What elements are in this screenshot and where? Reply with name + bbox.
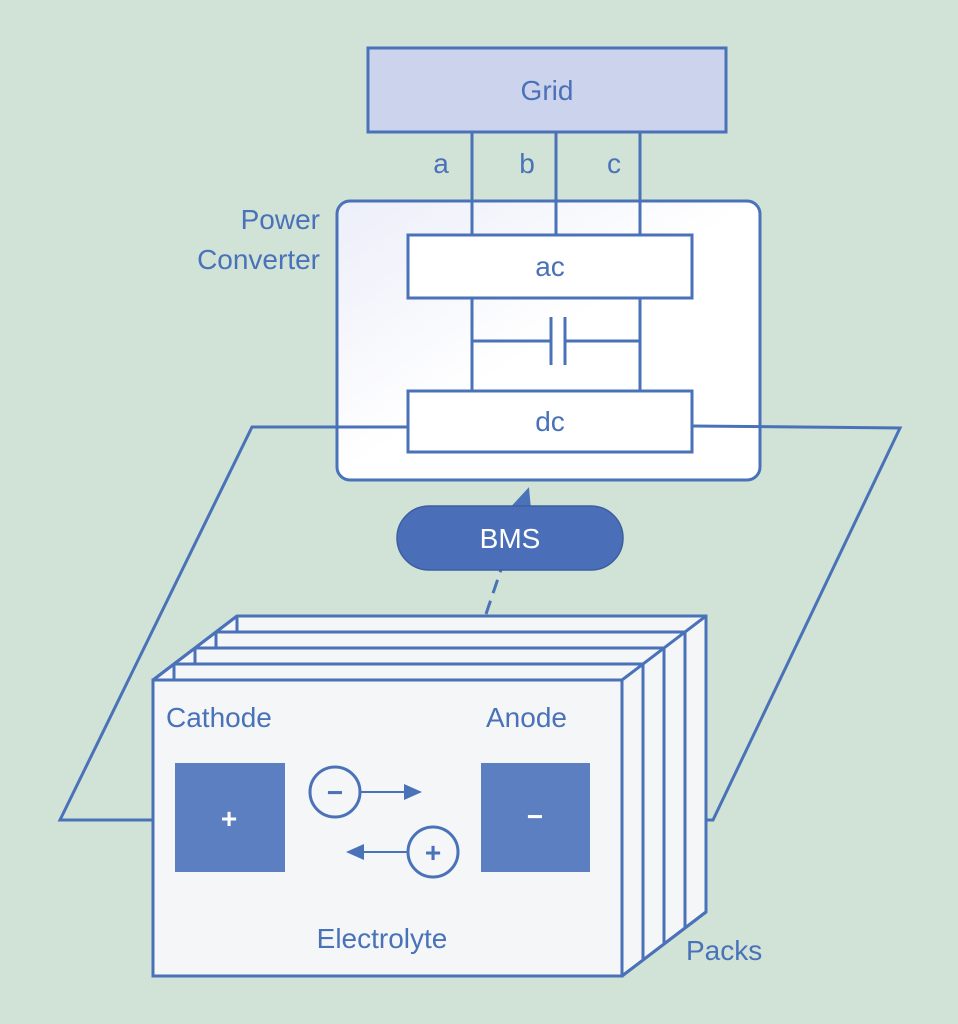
dc-label: dc (535, 406, 565, 437)
anode-sign: − (527, 801, 543, 832)
grid-label: Grid (521, 75, 574, 106)
dc-wire-left (57, 425, 408, 822)
cathode-sign: + (221, 803, 237, 834)
packs-label: Packs (686, 935, 762, 966)
cathode-label: Cathode (166, 702, 272, 733)
cathode-electrode (175, 763, 285, 872)
ac-label: ac (535, 251, 565, 282)
capacitor-icon (549, 317, 567, 365)
bms-button[interactable] (396, 505, 624, 571)
ac-box (406, 233, 694, 300)
cation-sign: + (425, 837, 441, 868)
bms-label: BMS (480, 523, 541, 554)
anode-electrode (481, 763, 590, 872)
phase-a-label: a (433, 148, 449, 179)
converter-label-1: Power (241, 204, 320, 235)
phase-c-label: c (607, 148, 621, 179)
grid-box (366, 46, 728, 134)
phase-b-label: b (519, 148, 535, 179)
anion-sign: − (327, 777, 343, 808)
dc-box (406, 389, 694, 454)
anode-label: Anode (486, 702, 567, 733)
converter-label-2: Converter (197, 244, 320, 275)
electrolyte-label: Electrolyte (317, 923, 448, 954)
